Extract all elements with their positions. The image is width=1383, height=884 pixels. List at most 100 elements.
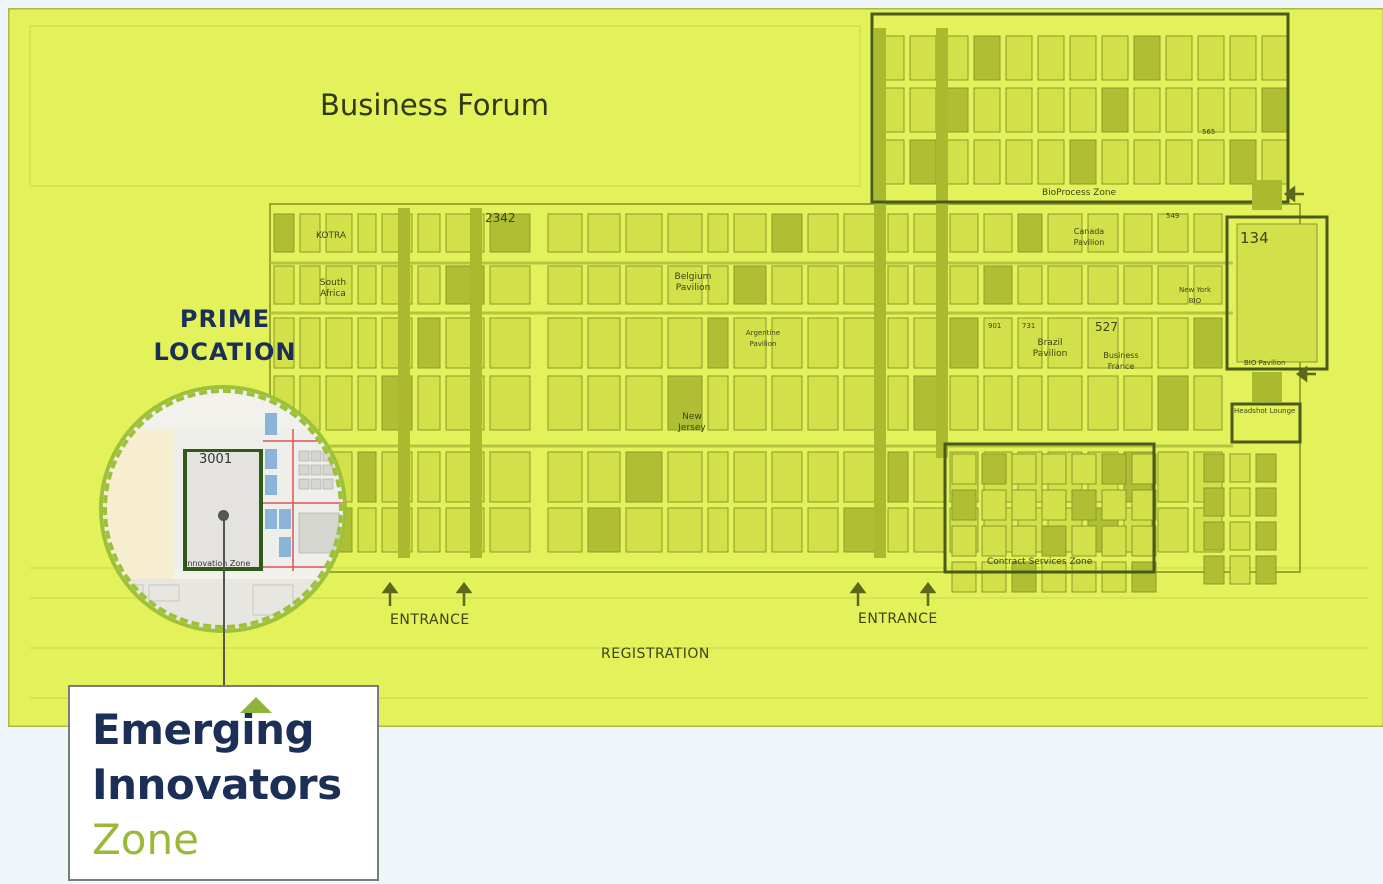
- booth: [1133, 139, 1161, 185]
- booth: [489, 375, 531, 431]
- booth: [587, 213, 621, 253]
- booth: [983, 317, 1013, 369]
- booth: [1011, 561, 1037, 593]
- booth: [547, 507, 583, 553]
- booth: [1255, 453, 1277, 483]
- booth: [1017, 213, 1043, 253]
- contract-services-zone: [943, 442, 1156, 574]
- booth: [489, 213, 531, 253]
- booth-number-2342: 2342: [485, 211, 516, 225]
- booth: [1087, 265, 1119, 305]
- booth: [625, 265, 663, 305]
- booth: [1069, 87, 1097, 133]
- booth: [1131, 561, 1157, 593]
- booth: [949, 265, 979, 305]
- card-title-line-1: Emerging: [92, 705, 315, 754]
- booth: [1157, 317, 1189, 369]
- bio-pavilion-outline: [1225, 215, 1329, 371]
- booth: [273, 213, 295, 253]
- booth: [1071, 489, 1097, 521]
- booth-label-new-jersey: New Jersey: [678, 412, 706, 433]
- booth: [1165, 35, 1193, 81]
- booth: [1037, 35, 1065, 81]
- booth: [299, 317, 321, 369]
- booth: [489, 317, 531, 369]
- booth: [1203, 521, 1225, 551]
- booth: [1005, 35, 1033, 81]
- booth: [357, 375, 377, 431]
- booth-label-business-france: Business France: [1103, 351, 1139, 371]
- booth: [417, 213, 441, 253]
- booth: [983, 265, 1013, 305]
- booth: [1197, 139, 1225, 185]
- booth: [357, 265, 377, 305]
- booth: [667, 451, 703, 503]
- booth-label-argentina: Argentine Pavilion: [745, 329, 781, 348]
- booth: [547, 213, 583, 253]
- booth: [1041, 453, 1067, 485]
- booth: [325, 213, 353, 253]
- booth: [771, 507, 803, 553]
- booth: [587, 317, 621, 369]
- booth: [1101, 139, 1129, 185]
- booth: [1101, 87, 1129, 133]
- prime-line-1: PRIME: [179, 305, 271, 333]
- booth: [1101, 453, 1127, 485]
- booth: [771, 317, 803, 369]
- booth-label-new-york: New York BIO: [1178, 286, 1212, 305]
- stair-icon: [1252, 372, 1282, 402]
- booth: [887, 507, 909, 553]
- booth: [1087, 317, 1119, 369]
- booth: [1071, 561, 1097, 593]
- booth: [1203, 487, 1225, 517]
- booth: [1087, 375, 1119, 431]
- booth: [1229, 487, 1251, 517]
- booth: [1229, 87, 1257, 133]
- booth: [951, 453, 977, 485]
- booth: [625, 317, 663, 369]
- booth: [1261, 35, 1289, 81]
- booth: [625, 375, 663, 431]
- booth: [887, 317, 909, 369]
- booth: [325, 265, 353, 305]
- booth: [981, 489, 1007, 521]
- booth: [1123, 265, 1153, 305]
- booth: [1005, 139, 1033, 185]
- booth: [913, 507, 945, 553]
- booth: [771, 265, 803, 305]
- booth: [887, 265, 909, 305]
- booth: [1047, 375, 1083, 431]
- booth: [417, 451, 441, 503]
- booth: [1101, 35, 1129, 81]
- booth: [807, 375, 839, 431]
- booth: [807, 451, 839, 503]
- booth: [807, 265, 839, 305]
- booth: [1017, 375, 1043, 431]
- hall-outline: [269, 203, 1301, 573]
- booth-number-731: 731: [1022, 322, 1036, 330]
- booth: [887, 375, 909, 431]
- booth: [1157, 451, 1189, 503]
- booth: [983, 375, 1013, 431]
- callout-connector-dot: [218, 510, 229, 521]
- booth: [1011, 525, 1037, 557]
- booth: [913, 451, 945, 503]
- aisles: [270, 261, 1233, 448]
- booth: [1165, 87, 1193, 133]
- card-title-line-3: Zone: [92, 815, 199, 864]
- booth: [1037, 139, 1065, 185]
- booth: [625, 213, 663, 253]
- booth: [733, 213, 767, 253]
- booth: [733, 265, 767, 305]
- booth: [299, 265, 321, 305]
- booth: [771, 451, 803, 503]
- booth: [1041, 525, 1067, 557]
- bioprocess-zone: [870, 12, 1290, 204]
- booth: [733, 375, 767, 431]
- booth: [1041, 561, 1067, 593]
- prime-line-2: LOCATION: [153, 338, 297, 366]
- booth: [1229, 35, 1257, 81]
- booth: [909, 35, 937, 81]
- prime-location-heading: PRIME LOCATION: [140, 303, 310, 369]
- booth-label-bio-pavilion: BIO Pavilion: [1244, 359, 1286, 367]
